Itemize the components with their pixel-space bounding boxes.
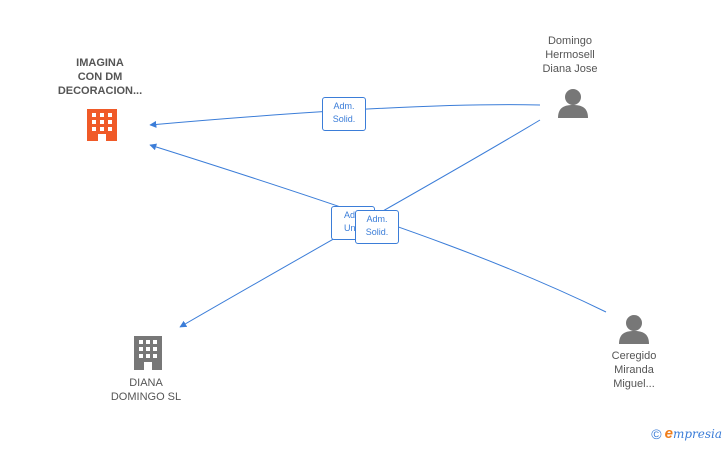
brand-initial: e	[664, 425, 673, 442]
company-main-label[interactable]: IMAGINA CON DM DECORACION...	[40, 56, 160, 98]
company-other-label-line: DOMINGO SL	[110, 391, 182, 403]
person-bottom-label-line: Miranda	[614, 364, 654, 376]
company-other-label-line: DIANA	[129, 377, 163, 389]
company-other-label[interactable]: DIANA DOMINGO SL	[90, 376, 202, 404]
building-icon[interactable]	[87, 109, 117, 141]
building-icon[interactable]	[134, 336, 162, 370]
person-icon[interactable]	[558, 89, 588, 118]
person-bottom-label[interactable]: Ceregido Miranda Miguel...	[584, 349, 684, 391]
edge-label-line: Adm.	[333, 101, 355, 111]
brand-logo: empresia	[665, 425, 722, 442]
edge-label-mid-front[interactable]: Adm. Solid.	[355, 210, 399, 244]
edge-label-line: Solid.	[365, 227, 389, 237]
person-bottom-label-line: Miguel...	[613, 378, 655, 390]
person-top-label-line: Diana Jose	[542, 63, 598, 75]
footer-brand[interactable]: © empresia	[651, 425, 722, 442]
company-main-label-line: DECORACION...	[57, 85, 143, 97]
edge-person-top-to-company-main	[149, 104, 541, 128]
person-icon[interactable]	[619, 315, 649, 344]
company-main-label-line: CON DM	[77, 71, 123, 83]
edge-label-line: Adm.	[344, 209, 369, 222]
person-top-label-line: Hermosell	[545, 49, 595, 61]
company-main-label-line: IMAGINA	[76, 57, 124, 69]
edge-label-top[interactable]: Adm. Solid.	[322, 97, 366, 131]
edge-label-line: Solid.	[332, 114, 356, 124]
edge-person-bottom-to-company-main	[149, 143, 607, 313]
person-top-label-line: Domingo	[547, 35, 593, 47]
brand-name: mpresia	[672, 427, 722, 441]
person-top-label[interactable]: Domingo Hermosell Diana Jose	[520, 34, 620, 76]
person-bottom-label-line: Ceregido	[611, 350, 657, 362]
edge-label-line: Adm.	[366, 214, 388, 224]
copyright-icon: ©	[651, 425, 662, 442]
